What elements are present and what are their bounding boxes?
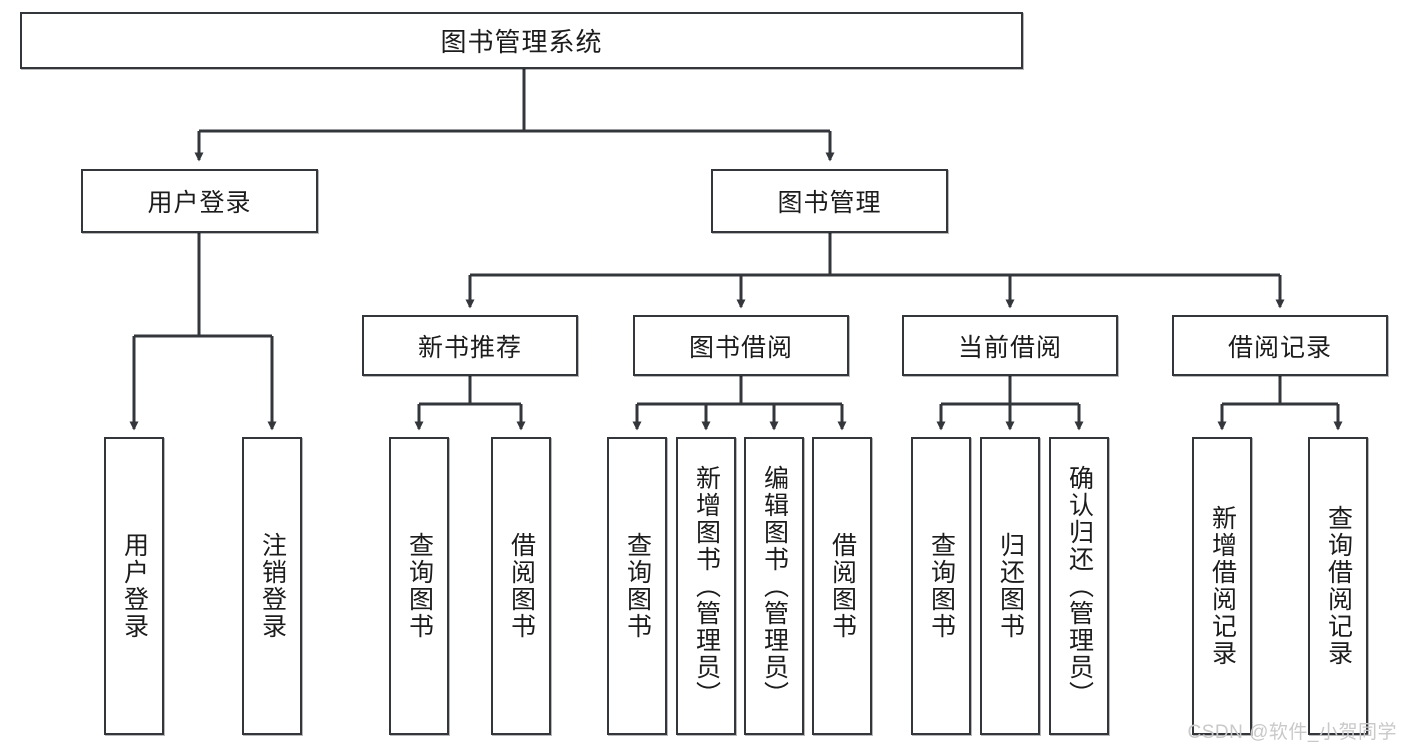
- node-book-manage-label: 图书管理: [777, 189, 882, 217]
- leaf-user-login[interactable]: 用户登录: [104, 437, 164, 735]
- leaf-query-book-1[interactable]: 查询图书: [389, 437, 449, 735]
- leaf-borrow-book-2[interactable]: 借阅图书: [812, 437, 872, 735]
- leaf-query-book-3[interactable]: 查询图书: [911, 437, 971, 735]
- leaf-query-book-1-label: 查询图书: [405, 532, 434, 640]
- node-borrow-record-label: 借阅记录: [1227, 333, 1332, 362]
- leaf-logout-login[interactable]: 注销登录: [242, 437, 302, 735]
- node-book-manage[interactable]: 图书管理: [711, 169, 948, 233]
- leaf-confirm-return-label: 确认归还（管理员）: [1065, 464, 1094, 708]
- leaf-add-record[interactable]: 新增借阅记录: [1192, 437, 1252, 735]
- leaf-borrow-book-2-label: 借阅图书: [828, 532, 857, 640]
- node-book-borrow[interactable]: 图书借阅: [633, 315, 849, 376]
- node-current-borrow-label: 当前借阅: [957, 333, 1062, 362]
- leaf-query-record[interactable]: 查询借阅记录: [1308, 437, 1368, 735]
- leaf-return-book-label: 归还图书: [996, 532, 1025, 640]
- node-current-borrow[interactable]: 当前借阅: [902, 315, 1118, 376]
- node-root-label: 图书管理系统: [440, 27, 603, 57]
- node-new-book-recommend-label: 新书推荐: [417, 333, 522, 362]
- leaf-query-book-3-label: 查询图书: [927, 532, 956, 640]
- node-new-book-recommend[interactable]: 新书推荐: [362, 315, 578, 376]
- leaf-add-record-label: 新增借阅记录: [1208, 505, 1237, 667]
- leaf-query-book-2-label: 查询图书: [623, 532, 652, 640]
- leaf-add-book[interactable]: 新增图书（管理员）: [676, 437, 736, 735]
- leaf-edit-book[interactable]: 编辑图书（管理员）: [744, 437, 804, 735]
- node-book-borrow-label: 图书借阅: [688, 333, 793, 362]
- leaf-query-record-label: 查询借阅记录: [1324, 505, 1353, 667]
- leaf-logout-login-label: 注销登录: [258, 532, 287, 640]
- leaf-edit-book-label: 编辑图书（管理员）: [760, 464, 789, 708]
- node-borrow-record[interactable]: 借阅记录: [1172, 315, 1388, 376]
- node-user-login[interactable]: 用户登录: [81, 169, 318, 233]
- leaf-confirm-return[interactable]: 确认归还（管理员）: [1049, 437, 1109, 735]
- leaf-borrow-book-1[interactable]: 借阅图书: [491, 437, 551, 735]
- leaf-add-book-label: 新增图书（管理员）: [692, 464, 721, 708]
- watermark-text: CSDN @软件_小贺同学: [1187, 722, 1397, 743]
- leaf-borrow-book-1-label: 借阅图书: [507, 532, 536, 640]
- leaf-return-book[interactable]: 归还图书: [980, 437, 1040, 735]
- leaf-query-book-2[interactable]: 查询图书: [607, 437, 667, 735]
- node-root-system[interactable]: 图书管理系统: [20, 12, 1023, 69]
- node-user-login-label: 用户登录: [147, 189, 252, 217]
- leaf-user-login-label: 用户登录: [120, 532, 149, 640]
